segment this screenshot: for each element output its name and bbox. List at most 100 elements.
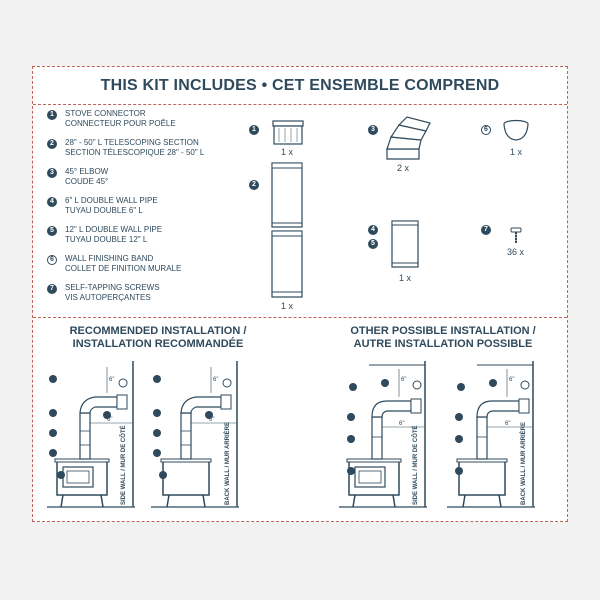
screw-icon [510,227,522,243]
part-item-1: 1 STOVE CONNECTOR CONNECTEUR POUR POÊLE [47,109,237,131]
part-3-quantity: 2 x [397,163,410,173]
recommended-installation-title: RECOMMENDED INSTALLATION / INSTALLATION … [51,325,265,351]
installation-diagram-other-side: 6" 6" SIDE WALL / MUR DE CÔTÉ [339,361,427,508]
part-1-quantity: 1 x [281,147,294,157]
part-4-callout: 4 [368,225,378,235]
clearance-label: 6" [399,421,404,427]
part-7-quantity: 36 x [507,247,525,257]
part-label-en: STOVE CONNECTOR [65,109,146,118]
stove-connector-illustration [272,120,304,145]
stove-illustration [456,458,508,508]
chimney-pipe [371,398,422,460]
clearance-label: 6" [509,377,514,383]
callout-marker [49,449,57,457]
callout-marker [205,411,213,419]
part-number: 4 [47,197,57,207]
part-label-fr: COUDE 45° [65,177,109,186]
part-item-7: 7 SELF-TAPPING SCREWS VIS AUTOPERÇANTES [47,283,237,305]
installation-diagram-other-back: 6" 6" BACK WALL / MUR ARRIÈRE [447,361,535,508]
part-3-callout: 3 [368,125,378,135]
chimney-pipe [79,394,128,460]
other-installation-title: OTHER POSSIBLE INSTALLATION / AUTRE INST… [333,325,553,351]
telescoping-section-illustration [271,162,303,298]
callout-marker [489,379,497,387]
callout-marker [457,383,465,391]
clearance-label: 6" [505,421,510,427]
part-6-callout: 6 [481,125,491,135]
wall-label: BACK WALL / MUR ARRIÈRE [519,422,527,505]
callout-marker [49,375,57,383]
wall-label: SIDE WALL / MUR DE CÔTÉ [119,425,127,505]
part-label-fr: SECTION TÉLESCOPIQUE 28" - 50" L [65,148,205,157]
part-number: 1 [47,110,57,120]
part-number: 6 [47,255,57,265]
callout-marker [349,383,357,391]
wall-band-illustration [503,119,529,141]
part-item-5: 5 12" L DOUBLE WALL PIPE TUYAU DOUBLE 12… [47,225,237,247]
chimney-pipe [180,394,232,460]
other-title-line1: OTHER POSSIBLE INSTALLATION / [350,325,536,337]
recommended-title-line2: INSTALLATION RECOMMANDÉE [72,338,244,350]
part-2-quantity: 1 x [281,301,294,311]
part-label-fr: COLLET DE FINITION MURALE [65,264,182,273]
double-wall-pipe-illustration [391,220,419,268]
part-item-3: 3 45° ELBOW COUDE 45° [47,167,237,189]
clearance-label: 6" [107,417,112,423]
stove-illustration [54,458,110,508]
callout-marker [103,411,111,419]
callout-marker [159,471,167,479]
kit-panel: THIS KIT INCLUDES • CET ENSEMBLE COMPREN… [32,66,568,522]
wall-label: SIDE WALL / MUR DE CÔTÉ [411,425,419,505]
callout-marker [455,413,463,421]
part-label-en: SELF-TAPPING SCREWS [65,283,160,292]
callout-marker [455,435,463,443]
section-divider [33,317,567,318]
part-number: 7 [47,284,57,294]
callout-marker [455,467,463,475]
part-number: 5 [47,226,57,236]
stove-illustration [346,458,402,508]
part-label-fr: CONNECTEUR POUR POÊLE [65,119,176,128]
clearance-label: 6" [401,377,406,383]
part-label-en: 6" L DOUBLE WALL PIPE [65,196,158,205]
callout-marker [347,413,355,421]
part-45-quantity: 1 x [399,273,412,283]
clearance-label: 6" [109,377,114,383]
chimney-pipe [476,398,530,460]
wall-label: BACK WALL / MUR ARRIÈRE [223,422,231,505]
installation-diagram-recommended-back: 6" 6" BACK WALL / MUR ARRIÈRE [151,361,239,508]
clearance-label: 6" [209,417,214,423]
callout-marker [57,471,65,479]
callout-marker [412,380,422,390]
part-label-en: 45° ELBOW [65,167,109,176]
callout-marker [520,380,530,390]
callout-marker [381,379,389,387]
part-7-callout: 7 [481,225,491,235]
callout-marker [153,429,161,437]
part-6-quantity: 1 x [510,147,523,157]
part-label-fr: TUYAU DOUBLE 12" L [65,235,148,244]
part-label-fr: TUYAU DOUBLE 6" L [65,206,143,215]
callout-marker [222,378,232,388]
callout-marker [118,378,128,388]
clearance-label: 6" [213,377,218,383]
part-label-en: WALL FINISHING BAND [65,254,154,263]
recommended-title-line1: RECOMMENDED INSTALLATION / [69,325,247,337]
callout-marker [347,467,355,475]
title-divider [33,104,567,105]
callout-marker [49,429,57,437]
part-number: 2 [47,139,57,149]
part-item-6: 6 WALL FINISHING BAND COLLET DE FINITION… [47,254,237,276]
callout-marker [153,375,161,383]
part-label-en: 28" - 50" L TELESCOPING SECTION [65,138,199,147]
callout-marker [153,409,161,417]
callout-marker [347,435,355,443]
part-5-callout: 5 [368,239,378,249]
part-1-callout: 1 [249,125,259,135]
part-label-en: 12" L DOUBLE WALL PIPE [65,225,163,234]
stove-illustration [160,458,212,508]
part-label-fr: VIS AUTOPERÇANTES [65,293,151,302]
callout-marker [153,449,161,457]
installation-diagram-recommended-side: 6" 6" SIDE WALL / MUR DE CÔTÉ [47,361,135,508]
part-item-4: 4 6" L DOUBLE WALL PIPE TUYAU DOUBLE 6" … [47,196,237,218]
